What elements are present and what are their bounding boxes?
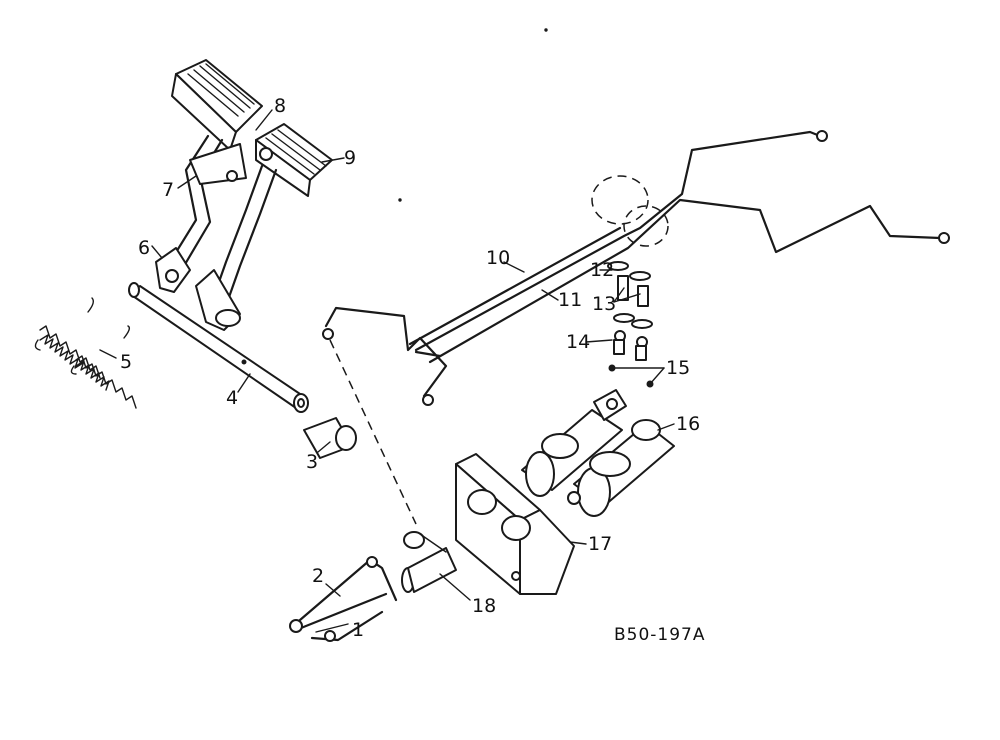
return-spring-upper: [34, 297, 101, 379]
bushing-3: [303, 417, 357, 459]
callout-6: 6: [138, 237, 150, 259]
brake-pipe-11: [322, 198, 950, 406]
callout-4: 4: [226, 387, 238, 409]
mounting-bracket-17: [455, 453, 575, 595]
clutch-pedal-left: [168, 59, 263, 268]
callout-10: 10: [486, 247, 510, 269]
callout-12: 12: [590, 259, 614, 281]
callout-11: 11: [558, 289, 582, 311]
leader-dashed: [329, 339, 417, 525]
brake-pedal-right: [212, 123, 333, 302]
callout-7: 7: [162, 179, 174, 201]
callout-18: 18: [472, 595, 496, 617]
master-cylinder-upper: [521, 389, 627, 497]
callout-9: 9: [344, 147, 356, 169]
pedal-hub-6: [155, 247, 191, 293]
clip-12: [607, 261, 651, 281]
return-spring-lower: [70, 325, 137, 409]
pipe-2: [289, 556, 398, 642]
reference-code: B50-197A: [614, 625, 706, 645]
callout-16: 16: [676, 413, 700, 435]
brake-pipe-10: [408, 130, 828, 352]
cross-shaft-4: [128, 282, 309, 413]
master-cylinder-16: [567, 419, 675, 517]
callout-14: 14: [566, 331, 590, 353]
pedal-hub-right: [195, 269, 241, 331]
callout-3: 3: [306, 451, 318, 473]
speck: [398, 198, 402, 202]
callout-15: 15: [666, 357, 690, 379]
tubes-13: [613, 275, 653, 329]
callout-13: 13: [592, 293, 616, 315]
speck: [544, 28, 548, 32]
callout-1: 1: [352, 619, 364, 641]
callout-2: 2: [312, 565, 324, 587]
callout-8: 8: [274, 95, 286, 117]
fitting-18: [401, 531, 457, 593]
leader-lines: [99, 109, 675, 633]
banjo-bolt-14: [613, 330, 648, 361]
callout-17: 17: [588, 533, 612, 555]
detail-circles: [591, 175, 669, 247]
callout-5: 5: [120, 351, 132, 373]
